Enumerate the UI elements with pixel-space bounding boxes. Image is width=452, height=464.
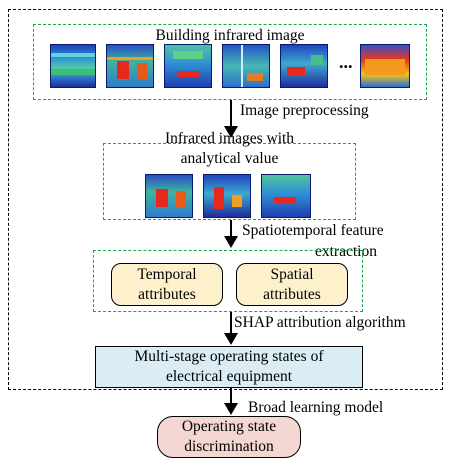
- temporal-line2: attributes: [138, 286, 196, 303]
- building-images-group: [33, 24, 427, 100]
- operating-state-discrimination-box: Operating state discrimination: [157, 416, 301, 458]
- arrow-4-head: [224, 403, 238, 415]
- arrow-4-line: [230, 388, 232, 406]
- analytical-image-3: [261, 174, 311, 218]
- attributes-group: [93, 250, 363, 312]
- shap-label: SHAP attribution algorithm: [234, 314, 406, 331]
- infrared-image-2: [106, 44, 154, 88]
- arrow-3-line: [230, 312, 232, 336]
- analytical-label-line1: Infrared images with: [164, 130, 295, 147]
- arrow-2-line: [230, 220, 232, 240]
- building-images-label: Building infrared image: [155, 27, 305, 44]
- infrared-image-6: [360, 44, 410, 88]
- ellipsis: ...: [339, 52, 353, 72]
- arrow-1-head: [224, 126, 238, 138]
- states-line1: Multi-stage operating states of: [134, 348, 324, 365]
- infrared-image-4: [222, 44, 270, 88]
- temporal-line1: Temporal: [137, 266, 197, 283]
- feature-label-line2: extraction: [315, 243, 377, 260]
- feature-label-line1: Spatiotemporal feature: [242, 222, 384, 239]
- analytical-label-line2: analytical value: [180, 150, 279, 167]
- analytical-images-group: [103, 143, 356, 220]
- spatial-line2: attributes: [263, 286, 321, 303]
- preprocessing-label: Image preprocessing: [240, 102, 369, 119]
- framework-outline: [8, 9, 443, 390]
- analytical-image-2: [203, 174, 251, 218]
- broad-learning-label: Broad learning model: [248, 399, 384, 416]
- spatial-line1: Spatial: [270, 266, 314, 283]
- states-line2: electrical equipment: [165, 368, 293, 385]
- spatial-attributes-box: Spatial attributes: [236, 263, 348, 306]
- temporal-attributes-box: Temporal attributes: [111, 263, 223, 306]
- arrow-3-head: [224, 333, 238, 345]
- result-line1: Operating state: [181, 418, 277, 435]
- arrow-2-head: [224, 236, 238, 248]
- arrow-1-line: [230, 100, 232, 130]
- result-line2: discrimination: [184, 438, 274, 455]
- operating-states-box: Multi-stage operating states of electric…: [95, 346, 363, 388]
- infrared-image-5: [280, 44, 328, 88]
- analytical-image-1: [145, 174, 193, 218]
- infrared-image-3: [164, 44, 212, 88]
- infrared-image-1: [50, 44, 96, 88]
